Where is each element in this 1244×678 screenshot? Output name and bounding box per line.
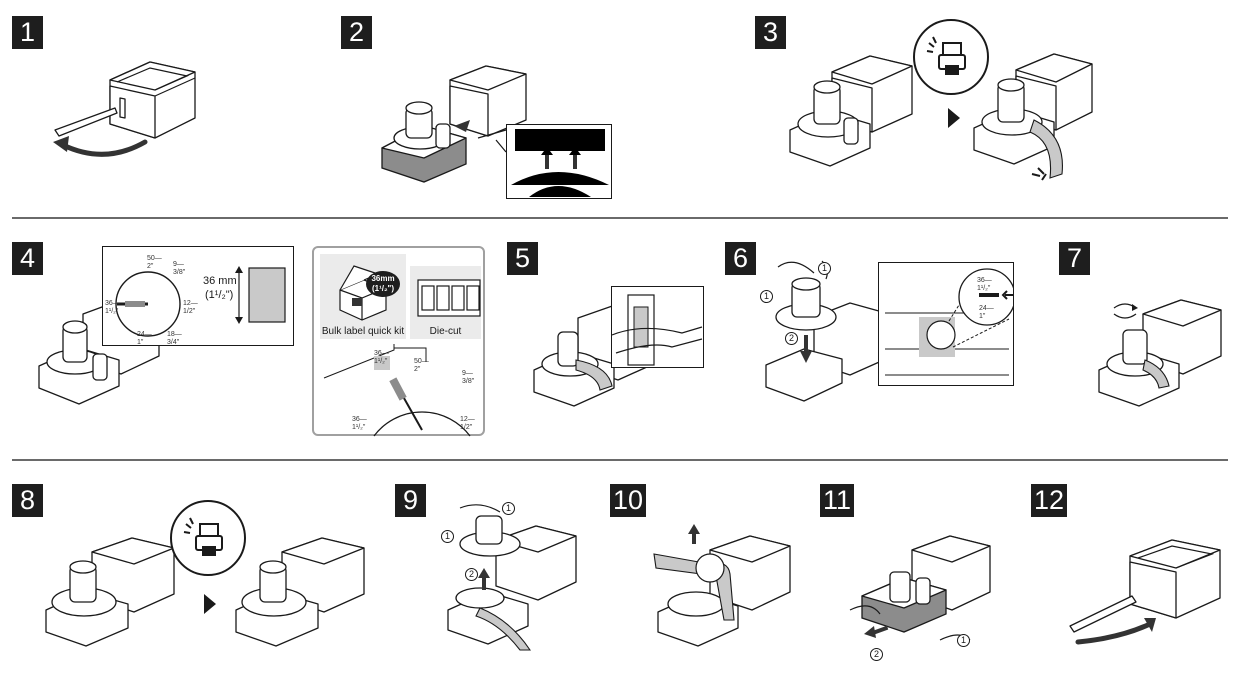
- kit-dial-top: 36—1¹/₂": [374, 350, 389, 365]
- step5-detail-inset: [611, 286, 704, 368]
- callout-2: 2: [785, 332, 798, 345]
- callout-1-a: 1: [818, 262, 831, 275]
- step-number-12: 12: [1031, 484, 1068, 517]
- callout-11-1: 1: [957, 634, 970, 647]
- callout-11-2: 2: [870, 648, 883, 661]
- step8-next-arrow-icon: [204, 594, 216, 614]
- kit-dial-9: 9—3/8": [462, 370, 475, 385]
- step-number-4: 4: [12, 242, 43, 275]
- step6-illustration: [765, 260, 887, 402]
- printer-feed-icon: [913, 19, 989, 95]
- step1-illustration: [53, 61, 196, 157]
- step2-detail-inset: [506, 124, 612, 199]
- step11-illustration: [849, 535, 991, 641]
- callout-1-b: 1: [760, 290, 773, 303]
- kit-dial-50: 50—2": [414, 358, 429, 373]
- row-divider-1: [12, 217, 1228, 219]
- step-number-1: 1: [12, 16, 43, 49]
- kit-dial-36: 36—1¹/₂": [352, 416, 367, 431]
- kit-size-badge: 36mm(1¹/₂"): [366, 271, 400, 297]
- diecut-box: Die-cut: [410, 266, 481, 339]
- step8-illustration-a: [45, 537, 175, 647]
- width-label-inch: (1¹/₂"): [205, 289, 234, 301]
- diecut-caption: Die-cut: [429, 326, 462, 337]
- callout-9-2: 2: [465, 568, 478, 581]
- step-number-11: 11: [820, 484, 855, 517]
- dial-mark-36: 36—1¹/₂": [105, 300, 120, 315]
- dial-mark-18: 18—3/4": [167, 331, 182, 346]
- step-number-7: 7: [1059, 242, 1090, 275]
- step-number-2: 2: [341, 16, 372, 49]
- step2-illustration: [381, 65, 527, 183]
- kit-guide-panel: 36mm(1¹/₂") Bulk label quick kit Die-cut…: [312, 246, 485, 437]
- step9-illustration: [447, 504, 577, 651]
- dial-mark-50: 50—2": [147, 255, 162, 270]
- step12-illustration: [1069, 539, 1221, 645]
- step6-detail-inset: 36—1¹/₂" 24—1": [878, 262, 1014, 386]
- step10-illustration: [653, 524, 791, 647]
- callout-9-1b: 1: [441, 530, 454, 543]
- step-number-3: 3: [755, 16, 786, 49]
- callout-9-1a: 1: [502, 502, 515, 515]
- step-number-5: 5: [507, 242, 538, 275]
- step4-dial-detail: 36—1¹/₂" 24—1" 18—3/4" 12—1/2" 9—3/8" 50…: [102, 246, 294, 346]
- step3-illustration-a: [789, 55, 913, 167]
- step8-illustration-b: [235, 537, 365, 647]
- step-number-6: 6: [725, 242, 756, 275]
- row-divider-2: [12, 459, 1228, 461]
- dial-mark-12: 12—1/2": [183, 300, 198, 315]
- step-number-8: 8: [12, 484, 43, 517]
- step6-mark-24: 24—1": [979, 305, 994, 320]
- rotate-icon: [1113, 303, 1138, 319]
- step3-illustration-b: [973, 53, 1093, 181]
- step3-next-arrow-icon: [948, 108, 960, 128]
- step-number-10: 10: [610, 484, 647, 517]
- step7-illustration: [1098, 299, 1222, 407]
- bulk-kit-box: 36mm(1¹/₂") Bulk label quick kit: [320, 254, 406, 339]
- width-label-mm: 36 mm: [203, 275, 237, 287]
- dial-mark-9: 9—3/8": [173, 261, 186, 276]
- dial-mark-24: 24—1": [137, 331, 152, 346]
- kit-dial-12: 12—1/2": [460, 416, 475, 431]
- step6-mark-36: 36—1¹/₂": [977, 277, 992, 292]
- step-number-9: 9: [395, 484, 426, 517]
- bulk-label-caption: Bulk label quick kit: [321, 326, 405, 337]
- printer-feed-icon-2: [170, 500, 246, 576]
